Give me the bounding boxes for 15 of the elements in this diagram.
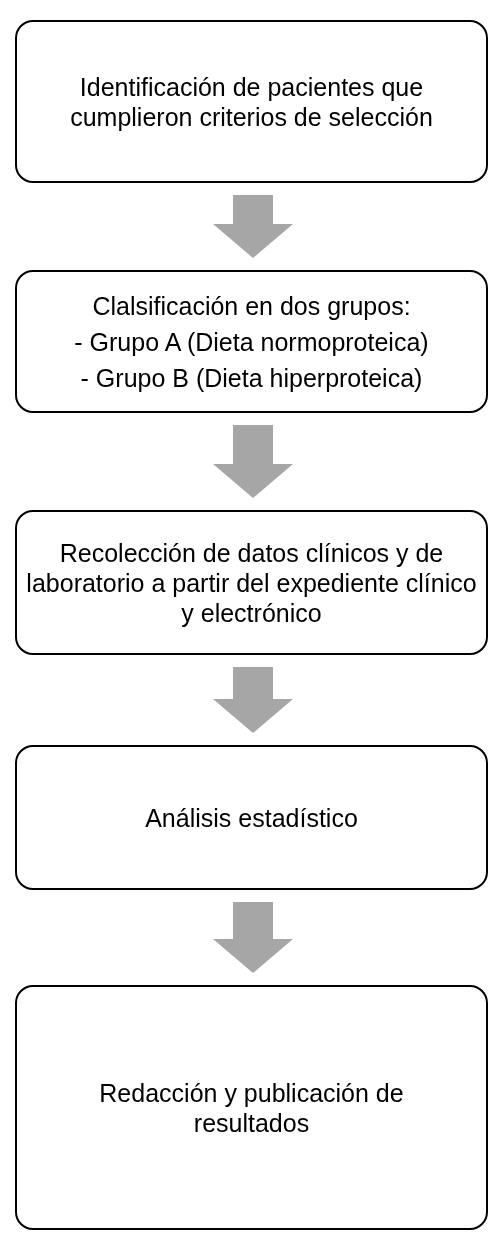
block-arrow [213,667,293,733]
box-text: Identificación de pacientes que cumplieron criterios de selección [69,71,434,132]
process-box [15,270,488,413]
box-text: Recolección de datos clínicos y de laboratorio a partir del expediente clínico y electrónico [25,537,478,628]
box-text: Análisis estadístico [145,802,358,833]
box-text: - Grupo B (Dieta hiperproteica) [80,362,423,393]
block-arrow [213,425,293,498]
block-arrow [213,195,293,258]
process-box [15,510,488,655]
box-text: Clalsificación en dos grupos: [92,290,411,321]
process-box [15,20,488,183]
process-box [15,745,488,890]
box-text: Redacción y publicación de resultados [98,1077,405,1138]
process-box [15,985,488,1230]
box-text: - Grupo A (Dieta normoproteica) [74,326,429,357]
